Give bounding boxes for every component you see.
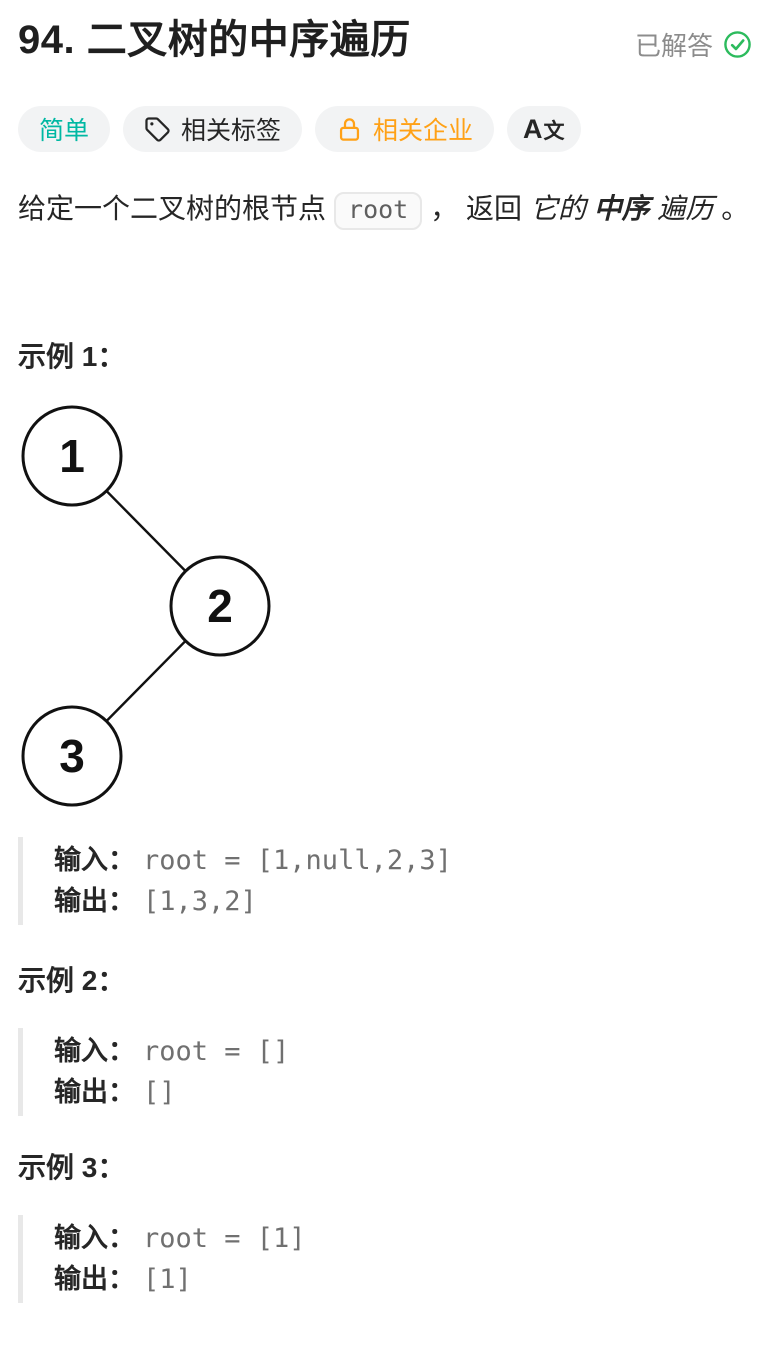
example-1-output-value: [1,3,2] bbox=[143, 886, 257, 917]
difficulty-badge[interactable]: 简单 bbox=[18, 106, 111, 152]
tag-icon bbox=[144, 116, 171, 143]
tree-node-3-label: 3 bbox=[59, 730, 85, 782]
input-label: 输入： bbox=[54, 845, 135, 875]
solved-status-badge: 已解答 bbox=[635, 14, 752, 63]
solved-label: 已解答 bbox=[634, 31, 713, 61]
input-label: 输入： bbox=[54, 1036, 135, 1066]
tree-node-2-circle bbox=[169, 555, 271, 657]
example-3-input-value: root = [1] bbox=[143, 1223, 306, 1254]
related-tags-label: 相关标签 bbox=[181, 117, 282, 145]
tree-node-1-label: 1 bbox=[59, 430, 85, 482]
statement-italic-1: 它的 bbox=[529, 193, 586, 224]
example-3-input-line: 输入： root = [1] bbox=[54, 1218, 752, 1259]
difficulty-label: 简单 bbox=[39, 117, 90, 145]
example-3-output-value: [1] bbox=[143, 1264, 192, 1295]
tree-diagram: 1 2 3 bbox=[10, 399, 752, 814]
output-label: 输出： bbox=[54, 886, 135, 916]
related-tags-button[interactable]: 相关标签 bbox=[123, 106, 303, 152]
input-label: 输入： bbox=[54, 1223, 135, 1253]
check-circle-icon bbox=[723, 30, 752, 59]
tag-pill-row: 简单 相关标签 相关企业 A文 bbox=[18, 106, 752, 152]
translate-button[interactable]: A文 bbox=[507, 106, 581, 152]
output-label: 输出： bbox=[54, 1264, 135, 1294]
example-2-input-value: root = [] bbox=[143, 1036, 290, 1067]
lock-icon bbox=[336, 116, 363, 143]
example-3-heading: 示例 3： bbox=[18, 1152, 126, 1183]
tree-node-1-circle bbox=[21, 405, 123, 507]
statement-italic-2: 遍历 bbox=[657, 193, 714, 224]
example-2-input-line: 输入： root = [] bbox=[54, 1031, 752, 1072]
example-3-io-block: 输入： root = [1] 输出： [1] bbox=[18, 1215, 752, 1303]
translate-icon: A文 bbox=[523, 113, 565, 144]
example-1-output-line: 输出： [1,3,2] bbox=[54, 881, 752, 922]
problem-title: 94. 二叉树的中序遍历 bbox=[18, 18, 411, 62]
example-1-input-line: 输入： root = [1,null,2,3] bbox=[54, 840, 752, 881]
example-2-heading: 示例 2： bbox=[18, 965, 126, 996]
statement-bold-italic: 中序 bbox=[593, 193, 650, 224]
example-3-output-line: 输出： [1] bbox=[54, 1259, 752, 1300]
tree-node-2-label: 2 bbox=[207, 580, 233, 632]
example-2-output-line: 输出： [] bbox=[54, 1072, 752, 1113]
statement-comma: ， bbox=[430, 193, 459, 224]
inline-code-root: root bbox=[334, 192, 423, 230]
example-1-io-block: 输入： root = [1,null,2,3] 输出： [1,3,2] bbox=[18, 837, 752, 925]
tree-node-3-circle bbox=[21, 705, 123, 807]
related-companies-button[interactable]: 相关企业 bbox=[315, 106, 495, 152]
example-2-output-value: [] bbox=[143, 1077, 176, 1108]
example-1-input-value: root = [1,null,2,3] bbox=[143, 845, 452, 876]
problem-header: 94. 二叉树的中序遍历 已解答 bbox=[18, 14, 752, 66]
example-2-io-block: 输入： root = [] 输出： [] bbox=[18, 1028, 752, 1116]
related-companies-label: 相关企业 bbox=[373, 117, 474, 145]
statement-period: 。 bbox=[721, 193, 750, 224]
statement-mid: 返回 bbox=[466, 193, 523, 224]
output-label: 输出： bbox=[54, 1077, 135, 1107]
statement-prefix: 给定一个二叉树的根节点 bbox=[18, 193, 327, 224]
example-1-heading: 示例 1： bbox=[18, 341, 126, 372]
